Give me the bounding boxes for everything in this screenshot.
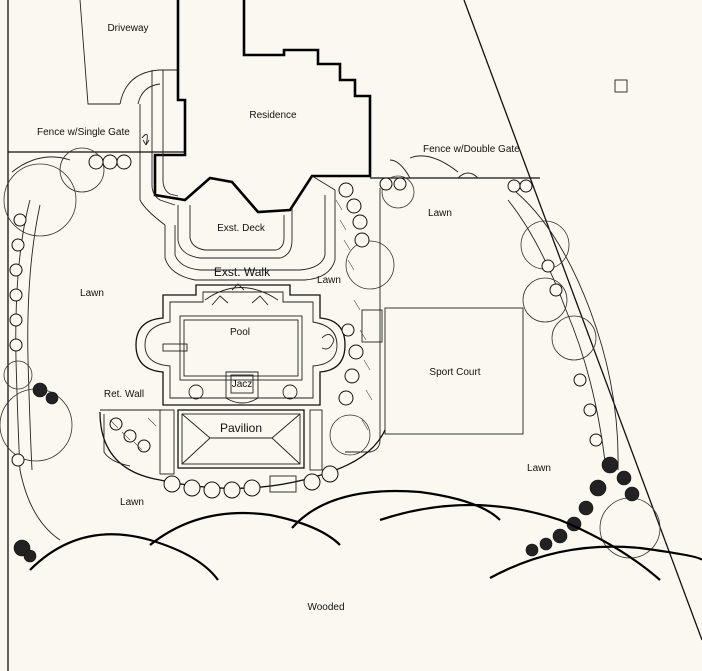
walk-outline bbox=[164, 175, 336, 281]
label-pool: Pool bbox=[230, 327, 250, 338]
east-bed bbox=[507, 191, 619, 471]
pavilion-outline bbox=[159, 409, 323, 475]
label-pavilion: Pavilion bbox=[220, 421, 262, 435]
label-jacuzzi: Jacz bbox=[232, 379, 253, 390]
shrub-masses bbox=[9, 154, 603, 499]
property-lines bbox=[7, 0, 702, 671]
label-residence: Residence bbox=[249, 110, 297, 121]
jacuzzi-outline bbox=[188, 371, 298, 404]
label-exst-walk: Exst. Walk bbox=[214, 265, 271, 279]
label-lawn-west: Lawn bbox=[80, 288, 104, 299]
label-lawn-center: Lawn bbox=[317, 275, 341, 286]
label-lawn-south: Lawn bbox=[120, 497, 144, 508]
fence-callouts bbox=[141, 133, 459, 173]
plan-labels: Driveway Residence Fence w/Single Gate F… bbox=[37, 23, 551, 613]
deck-outline bbox=[177, 205, 293, 259]
wooded-edge bbox=[29, 489, 702, 581]
dark-shrubs bbox=[13, 382, 640, 563]
label-driveway: Driveway bbox=[107, 23, 148, 34]
pool-outline bbox=[162, 315, 335, 381]
hatched-beds bbox=[109, 199, 373, 451]
side-walk bbox=[139, 70, 179, 226]
pool-terrace bbox=[135, 283, 346, 406]
tree-canopies bbox=[0, 147, 661, 559]
label-fence-double-gate: Fence w/Double Gate bbox=[423, 144, 520, 155]
label-fence-single-gate: Fence w/Single Gate bbox=[37, 127, 130, 138]
label-wooded: Wooded bbox=[307, 602, 344, 613]
label-lawn-east: Lawn bbox=[527, 463, 551, 474]
residence-outline bbox=[153, 0, 372, 214]
label-ret-wall: Ret. Wall bbox=[104, 389, 144, 400]
sport-court-outline bbox=[345, 188, 524, 453]
label-exst-deck: Exst. Deck bbox=[217, 223, 266, 234]
driveway-outline bbox=[79, 0, 178, 105]
label-sport-court: Sport Court bbox=[429, 367, 480, 378]
west-bed bbox=[11, 156, 71, 541]
label-lawn-north: Lawn bbox=[428, 208, 452, 219]
